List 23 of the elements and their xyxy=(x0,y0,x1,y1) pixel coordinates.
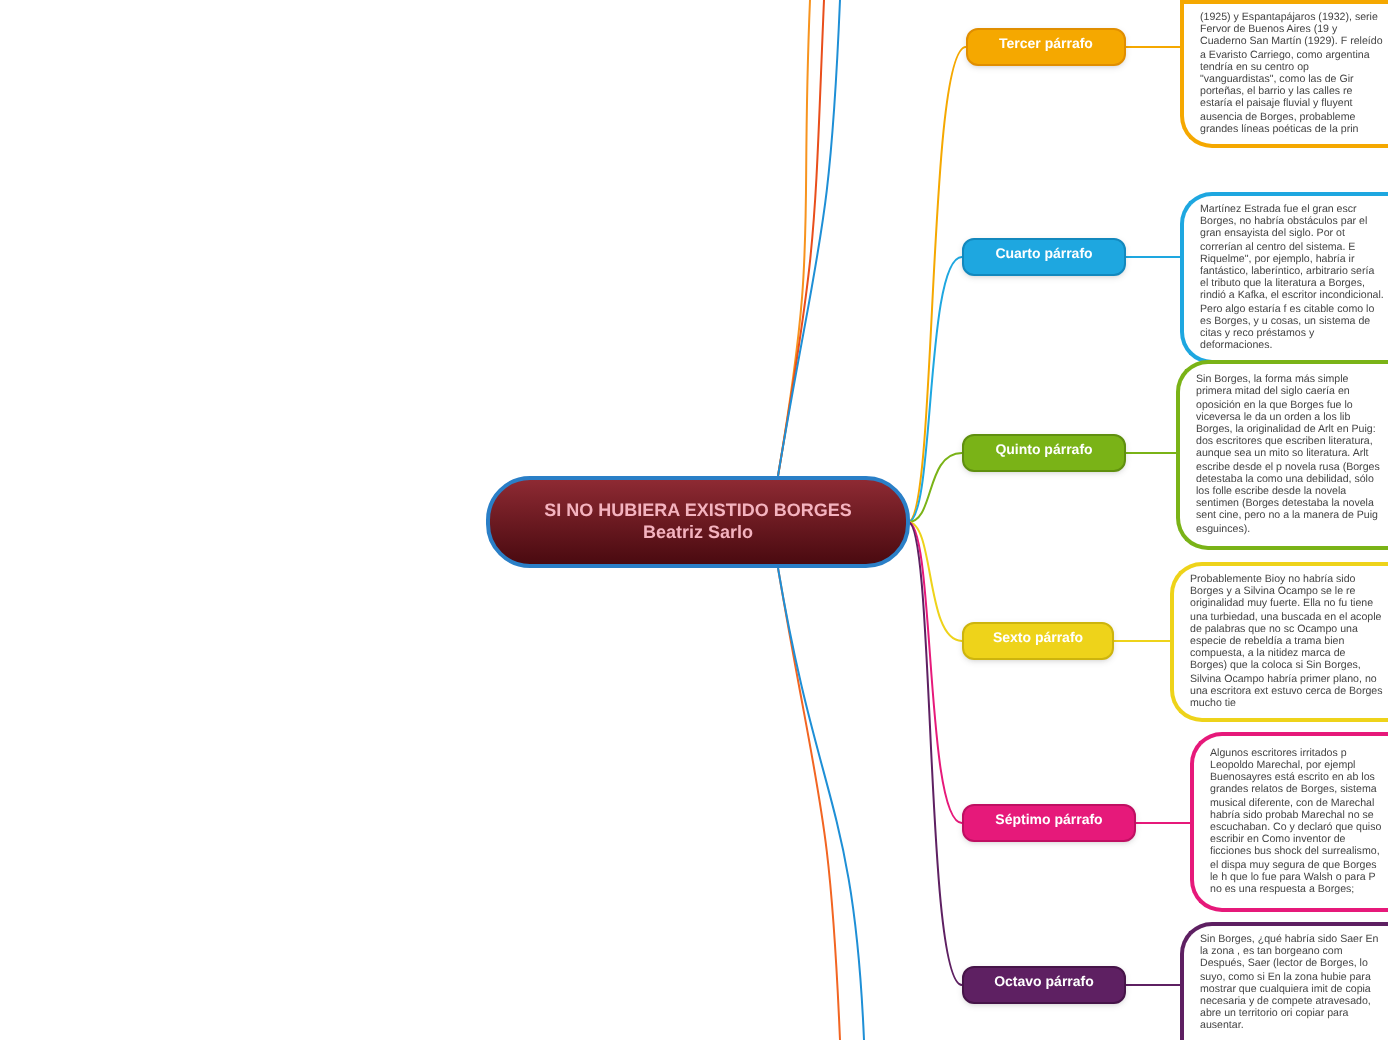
connector-line xyxy=(907,521,963,986)
note-box xyxy=(1190,732,1388,912)
connector-line xyxy=(1113,640,1171,642)
connector-line xyxy=(907,256,963,523)
central-topic xyxy=(486,476,910,568)
note-box xyxy=(1176,360,1388,550)
note-box xyxy=(1180,192,1388,365)
connector-line xyxy=(1125,256,1181,258)
connector-line xyxy=(907,452,963,523)
note-box xyxy=(1180,0,1388,149)
note-box xyxy=(1180,922,1388,1040)
connector-line xyxy=(907,521,963,824)
connector-line xyxy=(1125,452,1177,454)
connector-line xyxy=(777,567,865,1040)
connector-line xyxy=(1125,46,1181,48)
connector-line xyxy=(907,46,967,523)
connector-line xyxy=(1125,984,1181,986)
author-name: Beatriz Sarlo xyxy=(642,522,754,544)
note-box xyxy=(1170,562,1388,723)
connector-line xyxy=(907,521,963,642)
topic-title: SI NO HUBIERA EXISTIDO BORGES xyxy=(544,500,852,522)
connector-line xyxy=(777,0,841,477)
connector-line xyxy=(1135,822,1191,824)
